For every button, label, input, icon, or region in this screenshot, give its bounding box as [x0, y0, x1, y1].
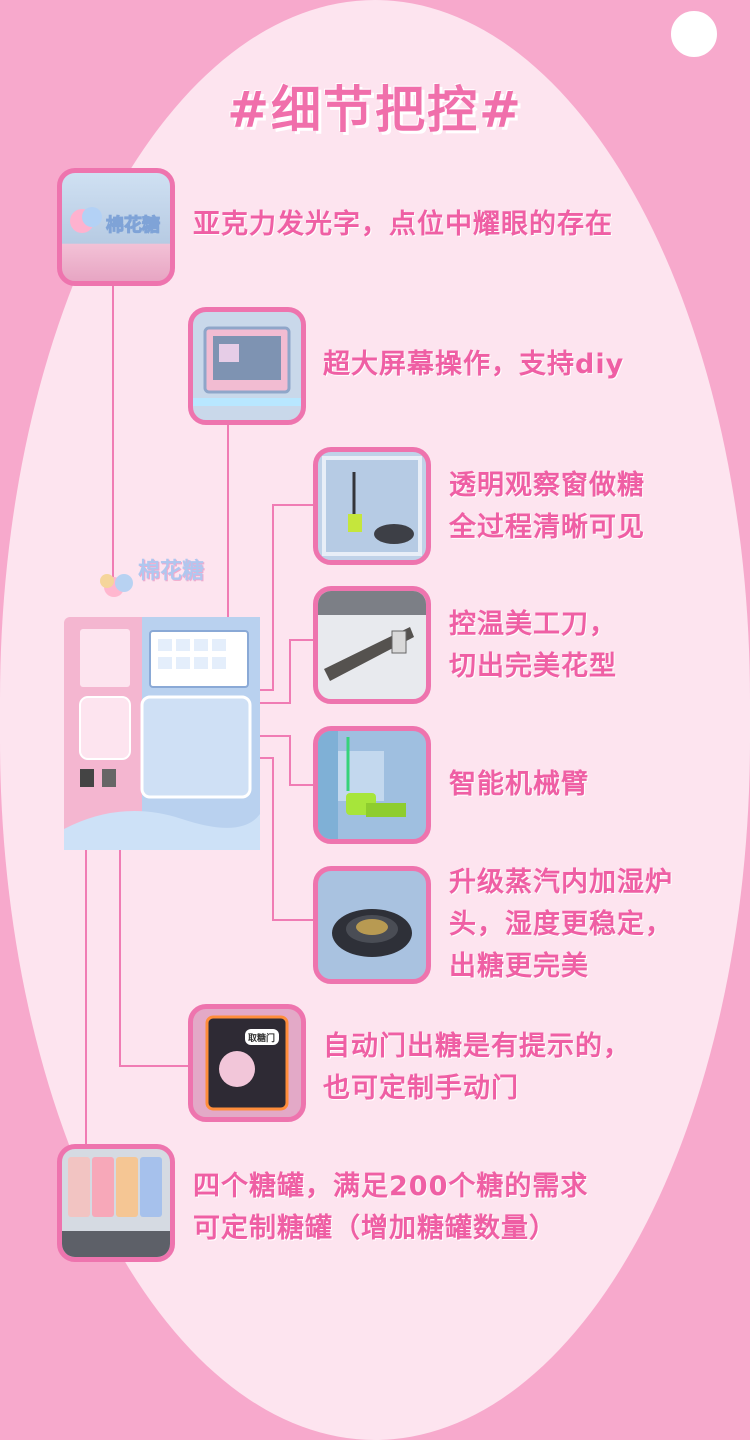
svg-text:棉花糖: 棉花糖 [106, 214, 160, 236]
machine-logo: 棉花糖 [138, 559, 205, 584]
acrylic-sign-photo: 棉花糖 [57, 168, 175, 286]
touchscreen-photo [188, 307, 306, 425]
feature-label-knife: 控温美工刀，切出完美花型 [449, 609, 617, 682]
corner-circle-icon [668, 8, 720, 60]
feature-label-canisters: 四个糖罐，满足200个糖的需求可定制糖罐（增加糖罐数量） [193, 1171, 589, 1244]
feature-label-steam: 升级蒸汽内加湿炉头，湿度更稳定，出糖更完美 [449, 867, 673, 982]
cutter-knife-photo [313, 586, 431, 704]
auto-door-photo: 取糖门 [188, 1004, 306, 1122]
feature-label-screen: 超大屏幕操作，支持diy [323, 349, 625, 380]
sugar-canisters-photo [57, 1144, 175, 1262]
page-title: #细节把控# [227, 81, 523, 139]
cotton-candy-machine-illustration [64, 574, 260, 850]
feature-label-arm: 智能机械臂 [449, 769, 589, 800]
feature-label-door: 自动门出糖是有提示的，也可定制手动门 [323, 1031, 631, 1104]
svg-text:取糖门: 取糖门 [248, 1032, 275, 1044]
observation-window-photo [313, 447, 431, 565]
robot-arm-photo [313, 726, 431, 844]
balloon-icon [100, 574, 133, 597]
feature-label-window: 透明观察窗做糖全过程清晰可见 [449, 470, 645, 543]
steam-head-photo [313, 866, 431, 984]
feature-label-acrylic: 亚克力发光字，点位中耀眼的存在 [193, 209, 613, 240]
